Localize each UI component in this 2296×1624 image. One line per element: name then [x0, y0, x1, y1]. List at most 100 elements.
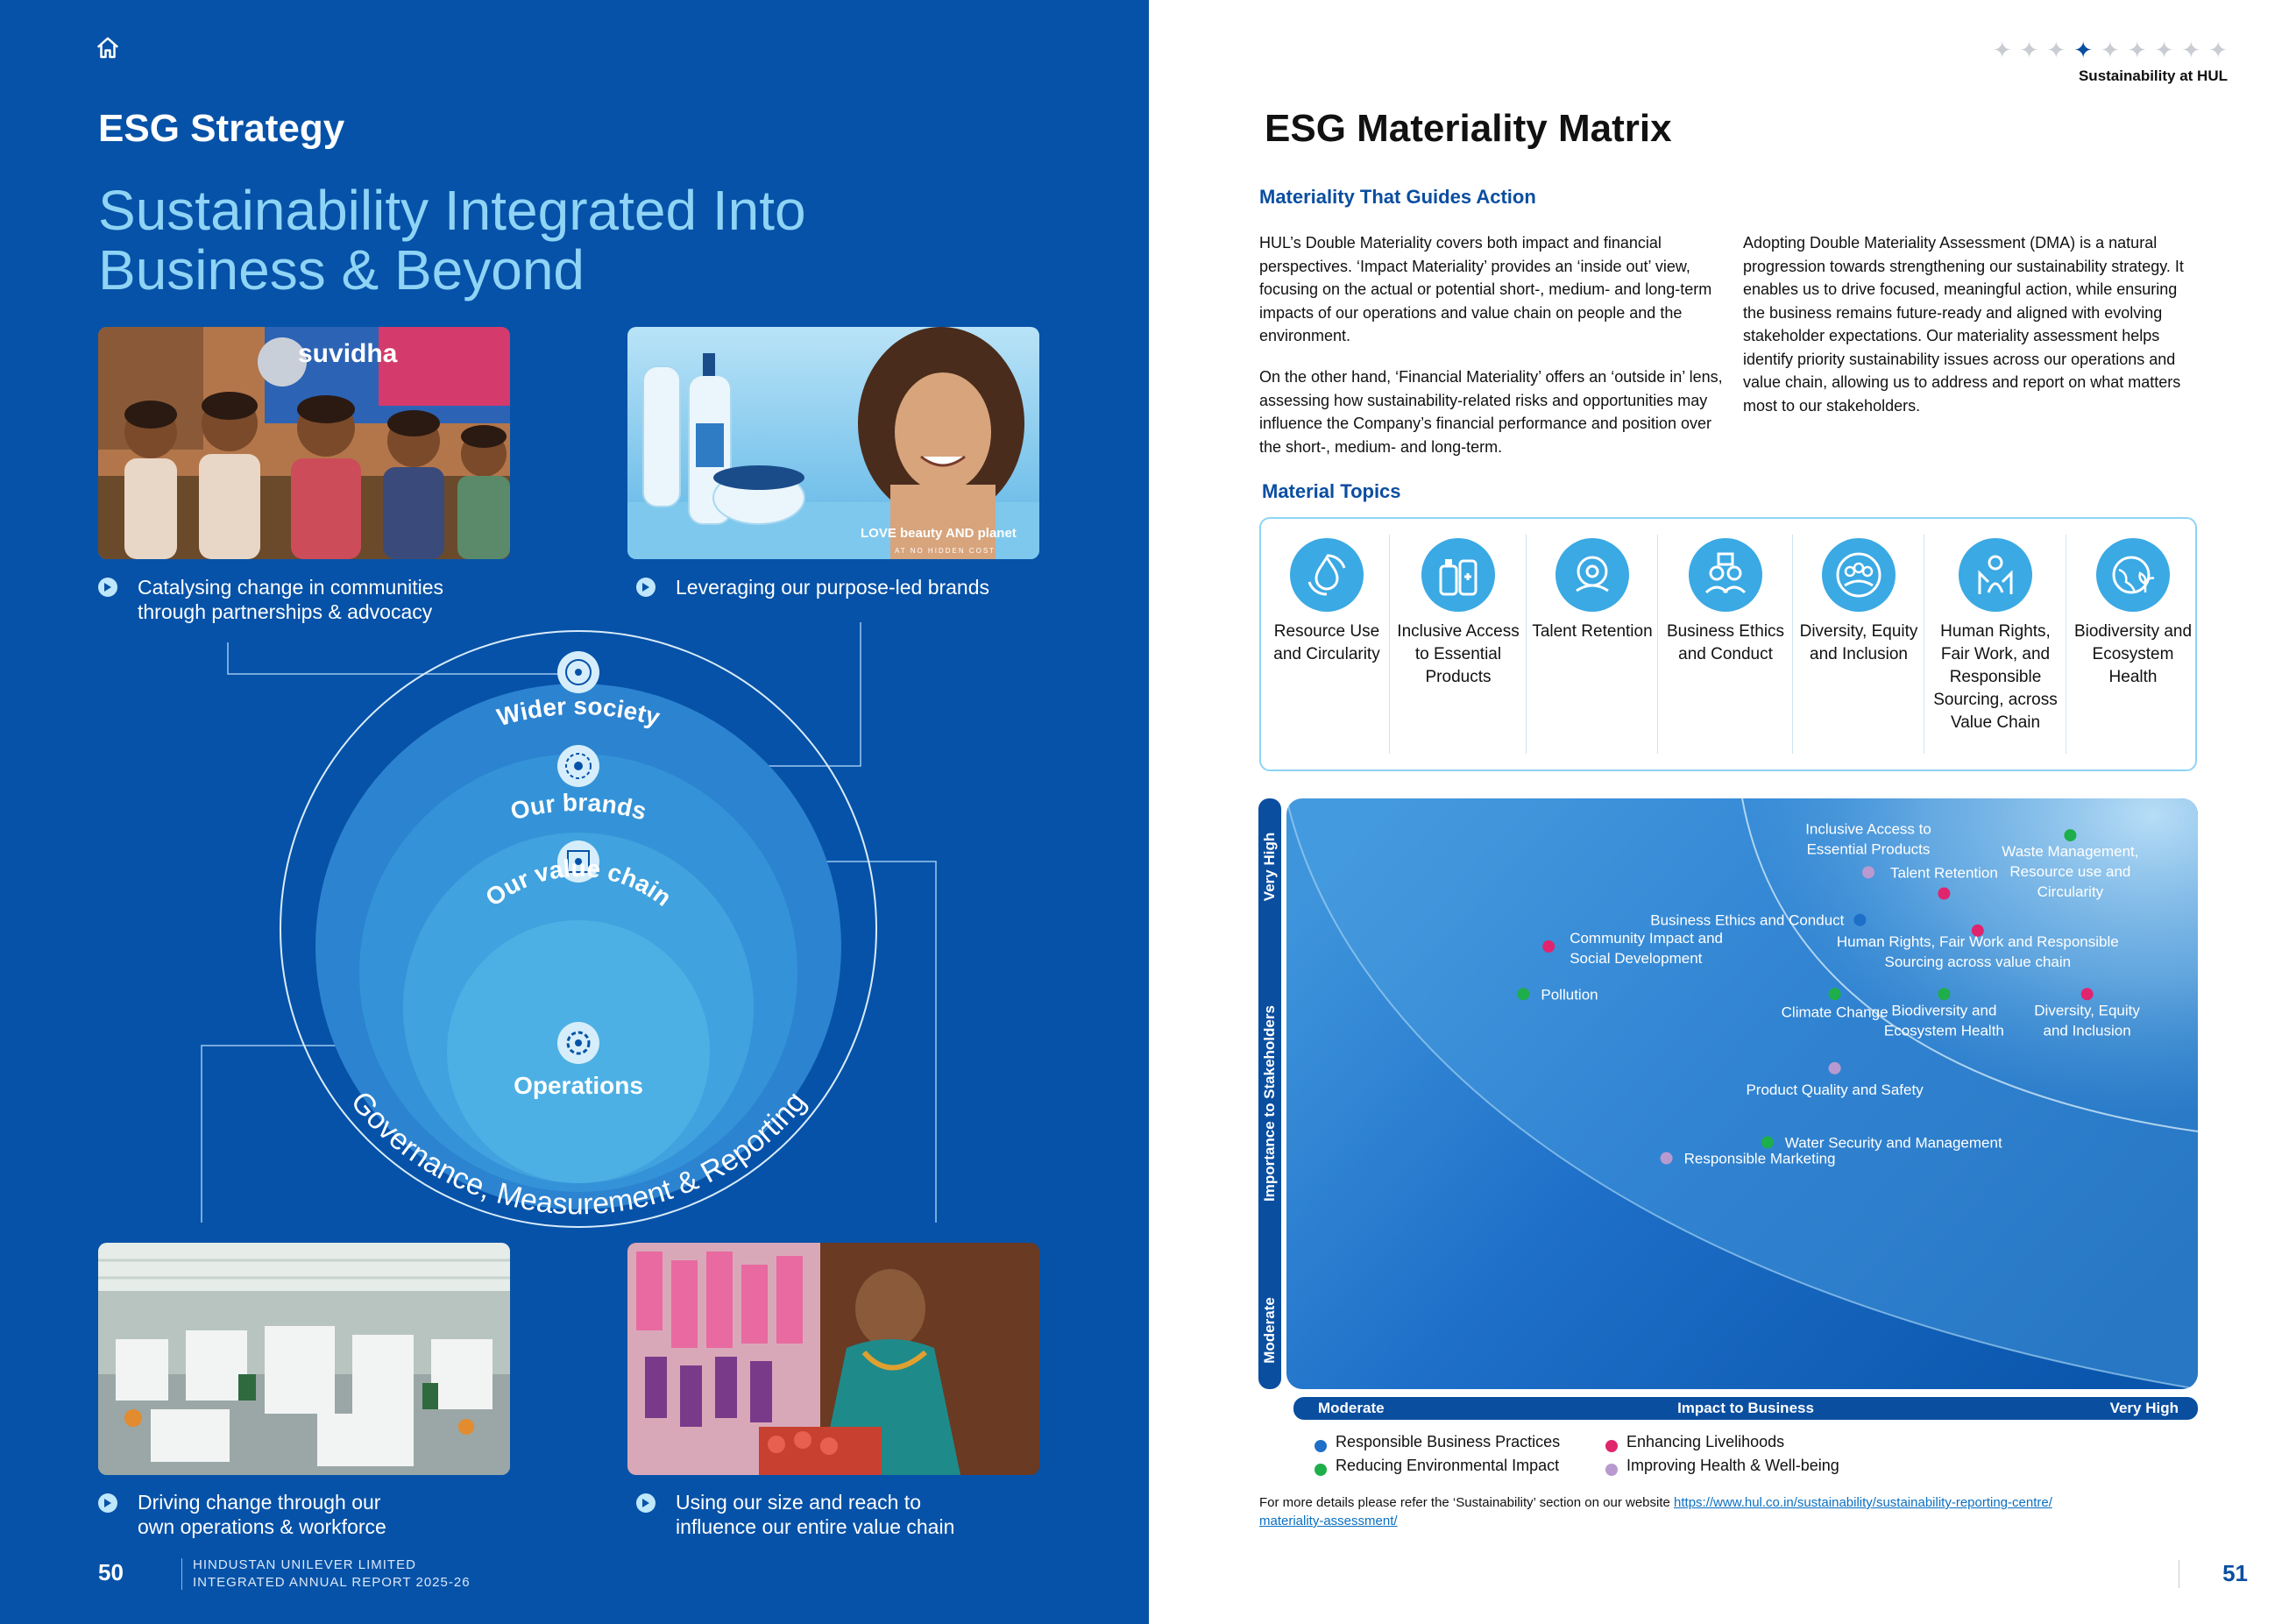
material-topics-title: Material Topics: [1262, 480, 1401, 502]
nav-star-icon[interactable]: ✦: [2154, 37, 2174, 63]
topic-diversity: Diversity, Equity and Inclusion: [1796, 538, 1922, 666]
children-photo-illustration: suvidha: [98, 327, 510, 559]
matrix-point: [2080, 988, 2094, 1001]
topic-talent-retention: Talent Retention: [1529, 538, 1655, 643]
legend-label: Enhancing Livelihoods: [1626, 1433, 1785, 1450]
x-tick-very-high: Very High: [2109, 1400, 2179, 1416]
topic-divider: [1389, 535, 1390, 754]
y-tick-very-high: Very High: [1261, 832, 1278, 902]
section-label: Sustainability at HUL: [2078, 67, 2228, 84]
photo-shopkeeper: [627, 1243, 1039, 1475]
topic-label: Resource Use and Circularity: [1273, 622, 1380, 663]
page-number-right: 51: [2222, 1560, 2248, 1586]
talent-head-icon: [1555, 538, 1629, 612]
ethics-people-icon: [1689, 538, 1762, 612]
matrix-point-label: Pollution: [1541, 986, 1598, 1003]
matrix-point: [1517, 988, 1530, 1001]
matrix-point-label: Climate Change: [1782, 1003, 1889, 1020]
company-name: HINDUSTAN UNILEVER LIMITED: [193, 1557, 416, 1572]
matrix-point: [1828, 988, 1841, 1001]
nav-star-icon[interactable]: ✦: [2127, 37, 2147, 63]
materiality-link-continued[interactable]: materiality-assessment/: [1259, 1514, 1398, 1528]
suvidha-sign: suvidha: [298, 339, 398, 368]
home-icon[interactable]: [95, 35, 121, 61]
matrix-point-label: Talent Retention: [1890, 865, 1998, 882]
topic-label: Human Rights, Fair Work, and Responsible…: [1933, 622, 2058, 732]
matrix-point: [1761, 1136, 1774, 1149]
page-number-left: 50: [98, 1559, 124, 1585]
left-page: ESG Strategy Sustainability Integrated I…: [0, 0, 1149, 1624]
matrix-point-label: Water Security and Management: [1785, 1134, 2002, 1151]
caption-line: Using our size and reach to: [676, 1491, 921, 1514]
nav-star-icon[interactable]: ✦: [1992, 37, 2012, 63]
matrix-point: [1542, 940, 1555, 953]
paragraph-2: On the other hand, ‘Financial Materialit…: [1259, 368, 1723, 456]
note-text: For more details please refer the ‘Susta…: [1259, 1495, 1675, 1510]
nav-star-icon[interactable]: ✦: [2181, 37, 2201, 63]
caption-bullet-icon: [98, 578, 117, 597]
brands-icon: [557, 745, 599, 787]
nav-star-icon[interactable]: ✦: [2046, 37, 2066, 63]
factory-photo-illustration: [98, 1243, 510, 1475]
legend-marker: [1315, 1464, 1327, 1476]
caption-operations: Driving change through our own operation…: [138, 1490, 506, 1539]
matrix-point-label: Product Quality and Safety: [1746, 1081, 1924, 1098]
topic-label: Biodiversity and Ecosystem Health: [2073, 622, 2193, 686]
section-title: ESG Strategy: [98, 107, 345, 150]
topic-business-ethics: Business Ethics and Conduct: [1661, 538, 1790, 666]
legend-marker: [1315, 1440, 1327, 1452]
outer-ring: [280, 630, 877, 1228]
topic-label: Diversity, Equity and Inclusion: [1799, 622, 1918, 663]
topic-divider: [1792, 535, 1793, 754]
x-tick-moderate: Moderate: [1318, 1400, 1385, 1416]
photo-brands: LOVE beauty AND planet AT NO HIDDEN COST: [627, 327, 1039, 559]
caption-line: own operations & workforce: [138, 1515, 386, 1538]
headline: Sustainability Integrated Into Business …: [98, 181, 1062, 300]
caption-line: Leveraging our purpose-led brands: [676, 576, 990, 599]
caption-brands: Leveraging our purpose-led brands: [676, 575, 1044, 599]
matrix-point-label: Business Ethics and Conduct: [1650, 912, 1844, 929]
y-axis-bar: Very High Importance to Stakeholders Mod…: [1258, 798, 1281, 1389]
nav-star-active-icon[interactable]: ✦: [2073, 37, 2094, 63]
topic-label: Talent Retention: [1532, 622, 1653, 641]
caption-value-chain: Using our size and reach to influence ou…: [676, 1490, 1044, 1539]
matrix-point: [1938, 988, 1951, 1001]
paragraph-3: Adopting Double Materiality Assessment (…: [1743, 234, 2184, 415]
esg-circles-diagram: Wider society Our brands Our value chain…: [201, 622, 937, 1228]
caption-communities: Catalysing change in communities through…: [138, 575, 506, 624]
materiality-matrix-plot: Business Ethics and Conduct Talent Retent…: [1286, 798, 2198, 1389]
x-axis-label: Impact to Business: [1677, 1400, 1814, 1416]
matrix-point: [1862, 866, 1874, 879]
right-page: ✦ ✦ ✦ ✦ ✦ ✦ ✦ ✦ ✦ Sustainability at HUL …: [1149, 0, 2296, 1624]
matrix-point: [1938, 887, 1951, 900]
matrix-point: [1828, 1061, 1841, 1074]
photo-factory: [98, 1243, 510, 1475]
operations-icon: [557, 1022, 599, 1064]
report-name: INTEGRATED ANNUAL REPORT 2025-26: [193, 1575, 471, 1590]
page-title: ESG Materiality Matrix: [1265, 107, 1672, 150]
nav-star-icon[interactable]: ✦: [2019, 37, 2039, 63]
topic-inclusive-access: Inclusive Access to Essential Products: [1392, 538, 1524, 689]
nav-star-icon[interactable]: ✦: [2208, 37, 2228, 63]
headline-line-2: Business & Beyond: [98, 238, 585, 301]
topic-human-rights: Human Rights, Fair Work, and Responsible…: [1927, 538, 2064, 734]
y-axis-label: Importance to Stakeholders: [1261, 1005, 1278, 1202]
water-drop-cycle-icon: [1290, 538, 1364, 612]
caption-line: Driving change through our: [138, 1491, 381, 1514]
subtitle: Materiality That Guides Action: [1259, 186, 1536, 208]
caption-line: through partnerships & advocacy: [138, 600, 433, 623]
legend-label: Improving Health & Well-being: [1626, 1457, 1839, 1474]
topic-biodiversity: Biodiversity and Ecosystem Health: [2069, 538, 2197, 689]
legend-marker: [1605, 1440, 1618, 1452]
matrix-point: [1660, 1152, 1673, 1165]
society-icon: [557, 651, 599, 693]
photo-children: suvidha: [98, 327, 510, 559]
diversity-group-icon: [1822, 538, 1896, 612]
materiality-link[interactable]: https://www.hul.co.in/sustainability/sus…: [1674, 1495, 2052, 1510]
nav-star-icon[interactable]: ✦: [2101, 37, 2120, 63]
operations-label: Operations: [514, 1072, 643, 1099]
